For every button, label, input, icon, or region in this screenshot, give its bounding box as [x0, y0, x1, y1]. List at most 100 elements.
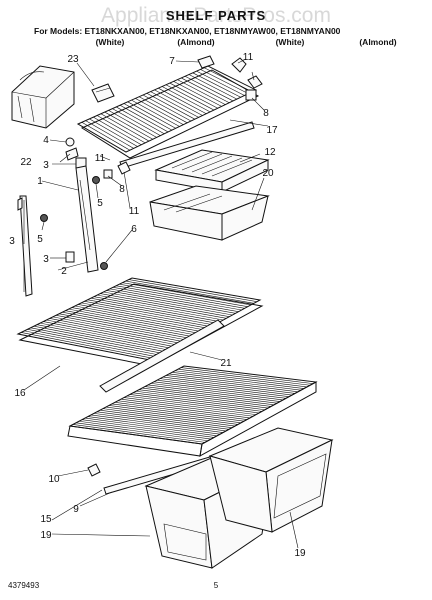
callout-19-left: 19	[40, 530, 52, 541]
callout-20: 20	[262, 168, 274, 179]
part-11-clip-right	[247, 75, 263, 89]
crisper-wire	[123, 397, 257, 415]
callout-11-top: 11	[243, 52, 254, 63]
part-11-clip-left	[65, 147, 79, 161]
shelf-wire	[109, 288, 239, 312]
shelf-wire	[74, 305, 206, 331]
crisper-wire	[171, 372, 305, 389]
shelf-wire	[161, 86, 211, 113]
shelf-wire	[200, 69, 249, 94]
shelf-wire	[177, 79, 226, 105]
part-5-screw-left	[40, 214, 48, 222]
crisper-wire	[135, 390, 269, 409]
shelf-wire	[104, 111, 153, 140]
leader-lines	[23, 58, 299, 549]
part-19-crisper-drawer-right	[208, 427, 334, 533]
color-almond-2: (Almond)	[359, 37, 396, 47]
shelf-wire	[52, 316, 184, 342]
color-almond-1: (Almond)	[177, 37, 214, 47]
shelf-wire	[112, 108, 161, 136]
crisper-wire	[147, 384, 281, 402]
shelf-wire	[100, 113, 150, 142]
crisper-wire	[141, 387, 275, 406]
page-number: 5	[214, 581, 219, 590]
crisper-wire	[168, 373, 302, 391]
crisper-wire	[114, 402, 248, 420]
shelf-wire	[93, 296, 224, 321]
shelf-wire	[125, 280, 254, 304]
shelf-wire	[154, 89, 203, 116]
part-22-bin	[11, 65, 75, 129]
part-16-wire-shelf	[16, 277, 264, 367]
part-3-side-rail	[17, 195, 33, 297]
shelf-wire	[192, 72, 241, 98]
crisper-wire	[156, 379, 290, 397]
callout-7: 7	[169, 56, 175, 67]
shelf-wire	[169, 82, 218, 109]
callout-4: 4	[43, 135, 49, 146]
part-8-bracket-top	[245, 89, 257, 101]
shelf-wire	[142, 94, 192, 122]
crisper-wire	[84, 417, 218, 437]
callout-22: 22	[20, 157, 32, 168]
part-17-wire-shelf	[76, 65, 260, 159]
crisper-wire	[153, 381, 287, 399]
shelf-wire	[93, 116, 142, 145]
crisper-wire	[144, 386, 278, 404]
part-21-rail	[99, 319, 225, 393]
crisper-wire	[75, 422, 209, 442]
shelf-wire	[30, 327, 163, 354]
shelf-wire	[119, 104, 169, 133]
part-10-clip	[87, 463, 101, 477]
shelf-wire	[103, 291, 233, 316]
shelf-wire	[21, 332, 154, 359]
crisper-wire	[93, 413, 227, 432]
crisper-wire	[96, 411, 230, 430]
crisper-wire	[174, 370, 308, 388]
shelf-wire	[139, 96, 188, 124]
part-8-bracket-mid	[103, 169, 113, 179]
shelf-wire	[128, 279, 257, 302]
models-line: For Models: ET18NKXAN00, ET18NKXAN00, ET…	[34, 26, 341, 36]
shelf-wire	[119, 283, 248, 307]
callout-9: 9	[73, 504, 79, 515]
crisper-wire	[126, 395, 260, 414]
callout-3-top: 3	[43, 160, 49, 171]
callout-19-right: 19	[294, 548, 306, 559]
shelf-wire	[97, 294, 227, 319]
part-7-clip	[197, 55, 215, 69]
shelf-wire	[59, 313, 190, 339]
callout-11-left: 11	[95, 153, 106, 164]
shelf-wire	[127, 101, 176, 129]
shelf-wire	[65, 310, 196, 336]
shelf-wire	[96, 115, 146, 144]
shelf-wire	[87, 299, 218, 324]
shelf-wire	[123, 103, 173, 131]
part-4-screw	[65, 137, 75, 147]
callout-16: 16	[14, 388, 26, 399]
shelf-wire	[150, 91, 199, 118]
shelf-wire	[90, 297, 221, 322]
callout-10: 10	[48, 474, 60, 485]
callout-11-mid: 11	[129, 206, 140, 217]
shelf-wire	[196, 70, 245, 96]
shelf-wire	[131, 99, 180, 127]
diagram-title: SHELF PARTS	[166, 8, 266, 23]
crisper-wire	[81, 419, 215, 438]
color-white-2: (White)	[276, 37, 305, 47]
shelf-wire	[78, 304, 209, 329]
watermark: AppliancePartsPros.com	[101, 4, 331, 27]
crisper-wire	[177, 368, 311, 386]
color-white-1: (White)	[96, 37, 125, 47]
crisper-wire	[165, 375, 299, 393]
shelf-wire	[62, 311, 193, 337]
doc-number: 4379493	[8, 581, 40, 590]
crisper-wire	[180, 367, 314, 384]
crisper-wire	[117, 400, 251, 419]
shelf-wire	[100, 293, 230, 317]
shelf-wire	[112, 287, 242, 311]
shelf-wire	[181, 77, 230, 104]
shelf-wire	[27, 329, 160, 356]
callout-5-left: 5	[37, 234, 43, 245]
